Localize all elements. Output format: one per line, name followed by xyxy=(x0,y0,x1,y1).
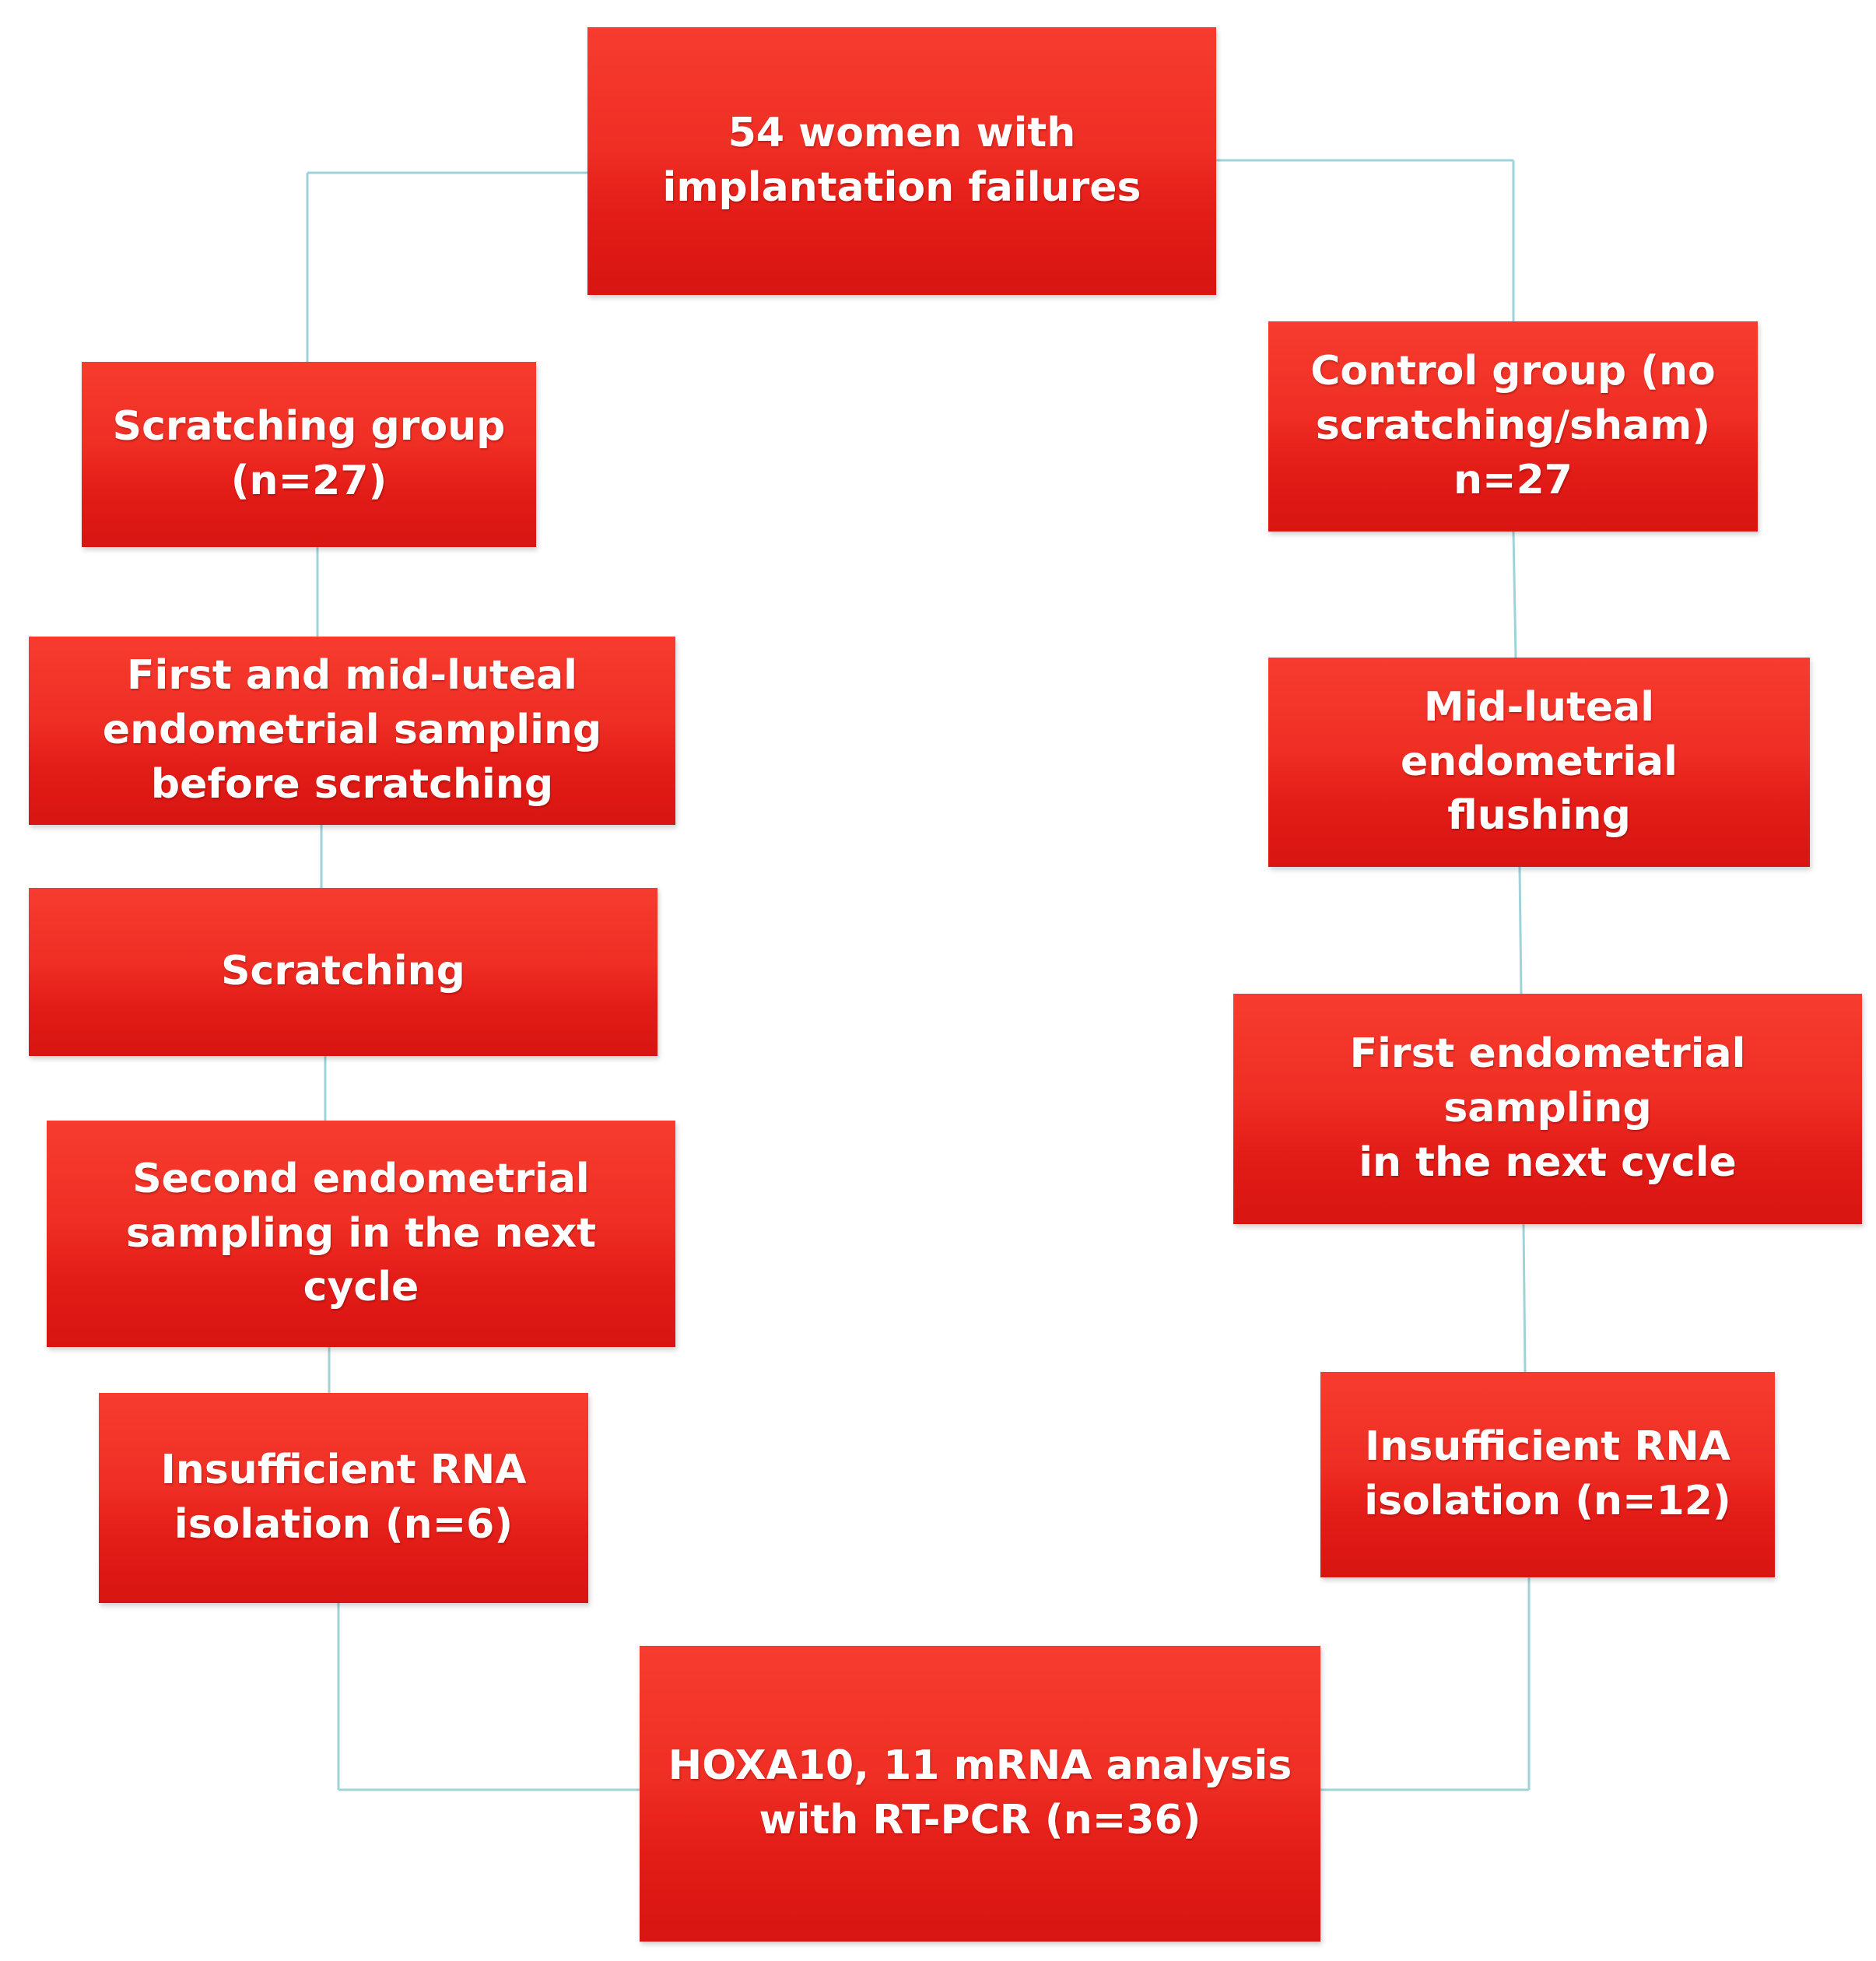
node-first-midluteal-sampling: First and mid-luteal endometrial samplin… xyxy=(29,637,675,825)
node-midluteal-flushing: Mid-luteal endometrial flushing xyxy=(1268,658,1810,867)
connector-flushing-to-first-sampling xyxy=(1518,866,1523,995)
connector-control-group-to-flushing xyxy=(1512,531,1517,658)
node-hoxa-analysis: HOXA10, 11 mRNA analysis with RT-PCR (n=… xyxy=(640,1646,1320,1942)
node-root: 54 women with implantation failures xyxy=(587,27,1216,295)
connector-first-sampling-to-rna-right xyxy=(1522,1223,1527,1373)
node-scratching-group: Scratching group (n=27) xyxy=(82,362,536,547)
node-insufficient-rna-left: Insufficient RNA isolation (n=6) xyxy=(99,1393,588,1603)
node-first-sampling-next-cycle: First endometrial sampling in the next c… xyxy=(1233,994,1862,1224)
node-scratching: Scratching xyxy=(29,888,657,1056)
node-insufficient-rna-right: Insufficient RNA isolation (n=12) xyxy=(1320,1372,1775,1577)
node-control-group: Control group (no scratching/sham) n=27 xyxy=(1268,321,1758,531)
node-second-sampling: Second endometrial sampling in the next … xyxy=(47,1121,675,1347)
